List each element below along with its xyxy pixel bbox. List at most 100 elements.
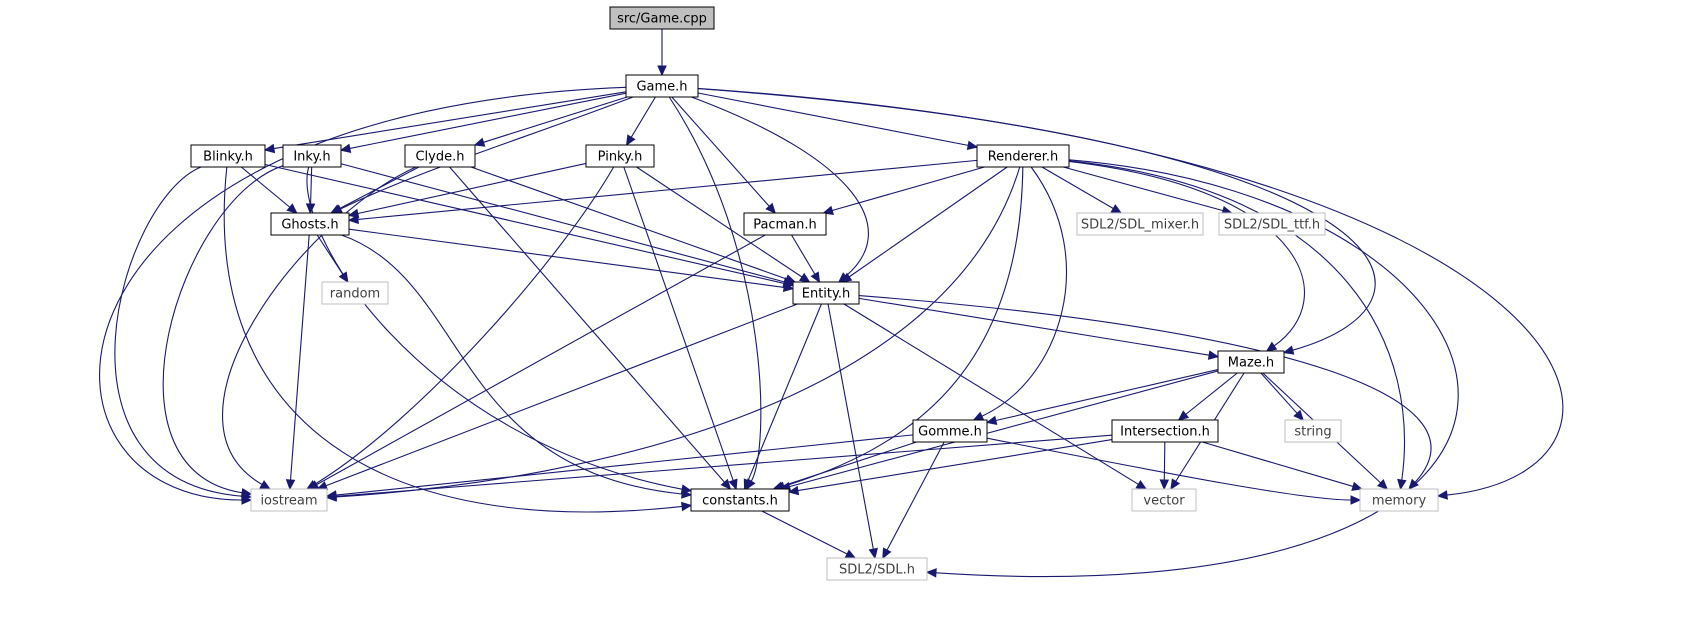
edge-game_h-to-inky_h (339, 92, 627, 154)
node-box (976, 144, 1070, 168)
node-box (1284, 419, 1342, 443)
node-label: Inky.h (293, 150, 330, 165)
node-inky_h[interactable]: Inky.h (282, 144, 342, 168)
node-ghosts_h[interactable]: Ghosts.h (270, 212, 350, 236)
edge-intersection_h-to-iostream (325, 434, 1113, 502)
edge-constants_h-to-sdl_h (761, 510, 857, 559)
edge-ghosts_h-to-random (316, 234, 349, 284)
node-label: Entity.h (802, 287, 850, 302)
edge-renderer_h-to-maze_h (1068, 160, 1305, 352)
edge-game_h-to-memory (697, 87, 1564, 500)
node-pacman_h[interactable]: Pacman.h (743, 212, 827, 236)
edge-pinky_h-to-constants_h (623, 166, 738, 491)
node-maze_h[interactable]: Maze.h (1217, 350, 1285, 374)
node-box (270, 212, 350, 236)
node-blinky_h[interactable]: Blinky.h (190, 144, 266, 168)
edge-game_h-to-constants_h (668, 96, 762, 491)
node-memory[interactable]: memory (1359, 488, 1439, 512)
edge-inky_h-to-constants_h (306, 166, 693, 494)
node-constants_h[interactable]: constants.h (690, 488, 790, 512)
node-sdl_h[interactable]: SDL2/SDL.h (826, 557, 928, 581)
node-sdl_mixer[interactable]: SDL2/SDL_mixer.h (1076, 212, 1204, 236)
node-box (1076, 212, 1204, 236)
edge-gomme_h-to-sdl_h (882, 441, 945, 560)
node-random[interactable]: random (321, 281, 389, 305)
node-entity_h[interactable]: Entity.h (792, 281, 860, 305)
node-box (625, 74, 699, 98)
node-box (585, 144, 655, 168)
edge-entity_h-to-iostream (316, 303, 798, 491)
edge-blinky_h-to-ghosts_h (240, 166, 298, 214)
node-box (282, 144, 342, 168)
edge-renderer_h-to-entity_h (840, 166, 1008, 283)
edge-pinky_h-to-entity_h (636, 166, 811, 283)
edge-maze_h-to-intersection_h (1177, 372, 1238, 421)
edge-ghosts_h-to-constants_h (341, 234, 693, 499)
node-box (743, 212, 827, 236)
edge-pacman_h-to-entity_h (791, 234, 821, 284)
edge-entity_h-to-vector (843, 303, 1148, 490)
node-label: string (1294, 425, 1331, 440)
node-box (690, 488, 790, 512)
edge-inky_h-to-iostream (162, 165, 284, 498)
node-label: Ghosts.h (281, 218, 338, 233)
edge-maze_h-to-string (1260, 372, 1304, 421)
node-gomme_h[interactable]: Gomme.h (912, 419, 988, 443)
node-label: src/Game.cpp (617, 12, 707, 27)
edge-maze_h-to-gomme_h (985, 369, 1219, 426)
node-label: memory (1372, 494, 1427, 509)
edge-entity_h-to-maze_h (858, 297, 1220, 360)
edge-inky_h-to-ghosts_h (305, 166, 316, 215)
node-clyde_h[interactable]: Clyde.h (404, 144, 476, 168)
node-game_cpp[interactable]: src/Game.cpp (609, 6, 715, 30)
node-label: Game.h (636, 80, 687, 95)
edge-game_h-to-blinky_h (263, 91, 627, 154)
edges-layer (99, 29, 1564, 578)
edge-pinky_h-to-ghosts_h (347, 162, 587, 219)
node-game_h[interactable]: Game.h (625, 74, 699, 98)
node-label: Intersection.h (1120, 425, 1210, 440)
edge-game_h-to-clyde_h (473, 96, 628, 147)
node-label: Maze.h (1228, 356, 1274, 371)
node-box (912, 419, 988, 443)
node-intersection_h[interactable]: Intersection.h (1111, 419, 1219, 443)
edge-renderer_h-to-memory (1068, 160, 1407, 491)
node-label: SDL2/SDL_ttf.h (1224, 218, 1320, 233)
node-label: SDL2/SDL_mixer.h (1081, 218, 1199, 233)
node-label: iostream (260, 494, 317, 509)
node-renderer_h[interactable]: Renderer.h (976, 144, 1070, 168)
edge-game_h-to-pinky_h (625, 96, 656, 147)
node-box (321, 281, 389, 305)
node-box (1217, 350, 1285, 374)
edge-clyde_h-to-entity_h (470, 166, 797, 284)
edge-renderer_h-to-sdl_h (925, 159, 1459, 578)
edge-entity_h-to-sdl_h (827, 303, 878, 560)
edge-clyde_h-to-constants_h (449, 166, 732, 490)
node-label: Pacman.h (753, 218, 817, 233)
edge-game_cpp-to-game_h (657, 29, 667, 77)
edge-renderer_h-to-gomme_h (972, 166, 1068, 421)
edge-entity_h-to-memory (858, 295, 1432, 490)
edge-blinky_h-to-constants_h (223, 166, 693, 513)
edge-renderer_h-to-sdl_mixer (1041, 166, 1123, 214)
node-box (792, 281, 860, 305)
node-box (1131, 488, 1197, 512)
node-label: vector (1143, 494, 1185, 509)
edge-gomme_h-to-memory (986, 437, 1362, 505)
edge-game_h-to-renderer_h (697, 92, 979, 150)
node-string[interactable]: string (1284, 419, 1342, 443)
node-sdl_ttf[interactable]: SDL2/SDL_ttf.h (1218, 212, 1326, 236)
node-box (826, 557, 928, 581)
edge-ghosts_h-to-iostream (285, 234, 310, 491)
edge-renderer_h-to-pacman_h (822, 166, 985, 215)
node-box (1359, 488, 1439, 512)
node-vector[interactable]: vector (1131, 488, 1197, 512)
node-label: constants.h (702, 494, 778, 509)
node-iostream[interactable]: iostream (250, 488, 328, 512)
node-box (609, 6, 715, 30)
node-label: Renderer.h (988, 150, 1059, 165)
node-label: random (330, 287, 380, 302)
node-pinky_h[interactable]: Pinky.h (585, 144, 655, 168)
node-label: Clyde.h (415, 150, 464, 165)
edge-blinky_h-to-iostream (114, 166, 253, 501)
